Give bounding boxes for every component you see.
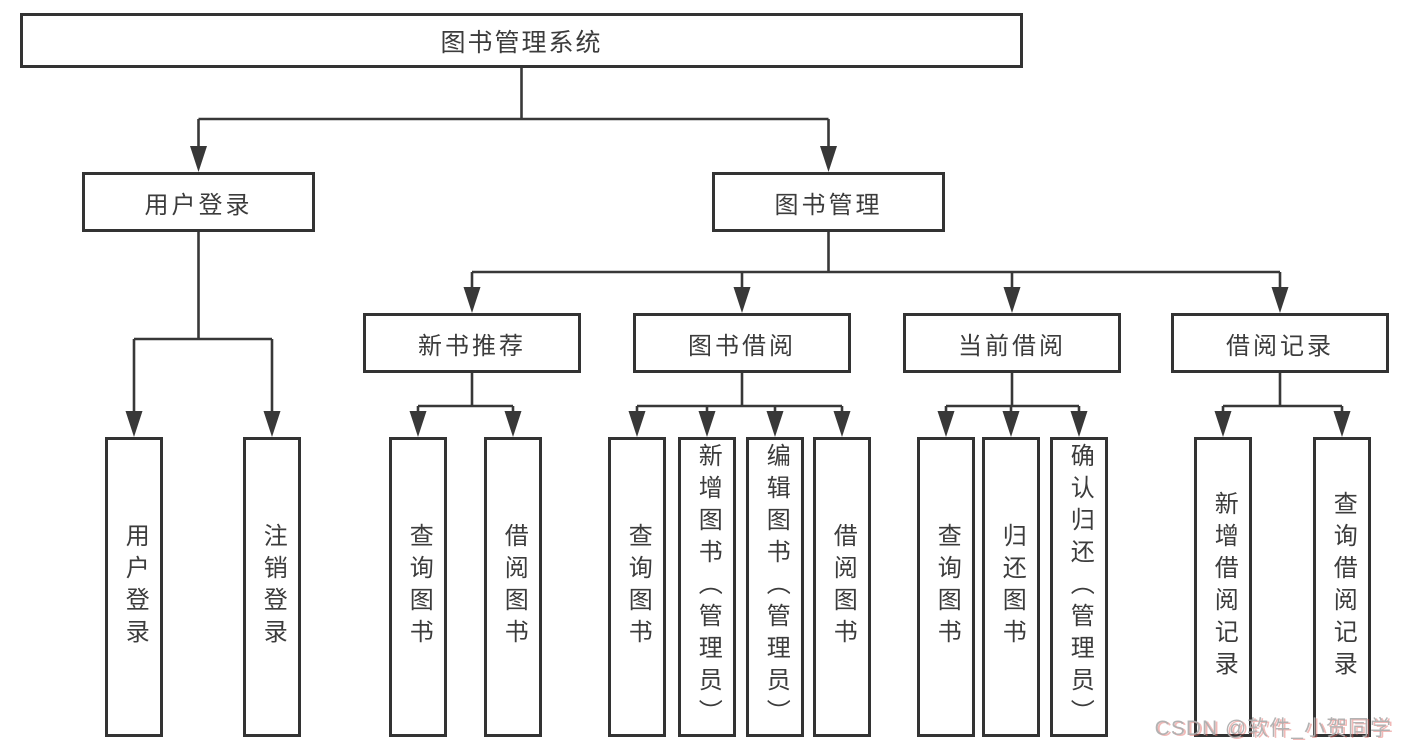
leaf-current-confirm-return-admin-label: 确认归还（管理员）: [1066, 443, 1094, 731]
leaf-user-login-label: 用户登录: [121, 523, 149, 651]
node-current-borrow-label: 当前借阅: [958, 332, 1066, 360]
leaf-borrow-borrow-books-label: 借阅图书: [829, 523, 857, 651]
leaf-borrow-edit-books-admin-label: 编辑图书（管理员）: [762, 443, 790, 731]
leaf-user-login: 用户登录: [105, 437, 163, 737]
leaf-logout: 注销登录: [243, 437, 301, 737]
node-borrow-records: 借阅记录: [1171, 313, 1389, 373]
node-book-borrow: 图书借阅: [633, 313, 851, 373]
node-root-label: 图书管理系统: [440, 28, 603, 57]
node-borrow-records-label: 借阅记录: [1226, 332, 1334, 360]
leaf-borrow-add-books-admin-label: 新增图书（管理员）: [694, 443, 722, 731]
node-new-book-recommend-label: 新书推荐: [418, 332, 526, 360]
node-book-management-label: 图书管理: [774, 191, 883, 219]
leaf-current-return-books: 归还图书: [982, 437, 1040, 737]
leaf-borrow-borrow-books: 借阅图书: [813, 437, 871, 737]
leaf-borrow-query-books-label: 查询图书: [624, 523, 652, 651]
leaf-recommend-borrow-books-label: 借阅图书: [500, 523, 528, 651]
node-book-management: 图书管理: [712, 172, 945, 232]
node-user-login-label: 用户登录: [144, 191, 253, 219]
leaf-logout-label: 注销登录: [259, 523, 287, 651]
leaf-current-confirm-return-admin: 确认归还（管理员）: [1050, 437, 1108, 737]
node-user-login: 用户登录: [82, 172, 315, 232]
leaf-records-add-record-label: 新增借阅记录: [1210, 491, 1238, 683]
leaf-records-add-record: 新增借阅记录: [1194, 437, 1252, 737]
leaf-current-return-books-label: 归还图书: [998, 523, 1026, 651]
node-root-system: 图书管理系统: [20, 13, 1023, 68]
leaf-borrow-edit-books-admin: 编辑图书（管理员）: [746, 437, 804, 737]
leaf-recommend-query-books-label: 查询图书: [405, 523, 433, 651]
leaf-records-query-record-label: 查询借阅记录: [1329, 491, 1357, 683]
leaf-current-query-books: 查询图书: [917, 437, 975, 737]
leaf-borrow-add-books-admin: 新增图书（管理员）: [678, 437, 736, 737]
csdn-watermark: CSDN @软件_小贺同学: [1154, 717, 1392, 740]
leaf-current-query-books-label: 查询图书: [933, 523, 961, 651]
leaf-records-query-record: 查询借阅记录: [1313, 437, 1371, 737]
node-current-borrow: 当前借阅: [903, 313, 1121, 373]
leaf-recommend-borrow-books: 借阅图书: [484, 437, 542, 737]
leaf-borrow-query-books: 查询图书: [608, 437, 666, 737]
node-new-book-recommend: 新书推荐: [363, 313, 581, 373]
node-book-borrow-label: 图书借阅: [688, 332, 796, 360]
leaf-recommend-query-books: 查询图书: [389, 437, 447, 737]
